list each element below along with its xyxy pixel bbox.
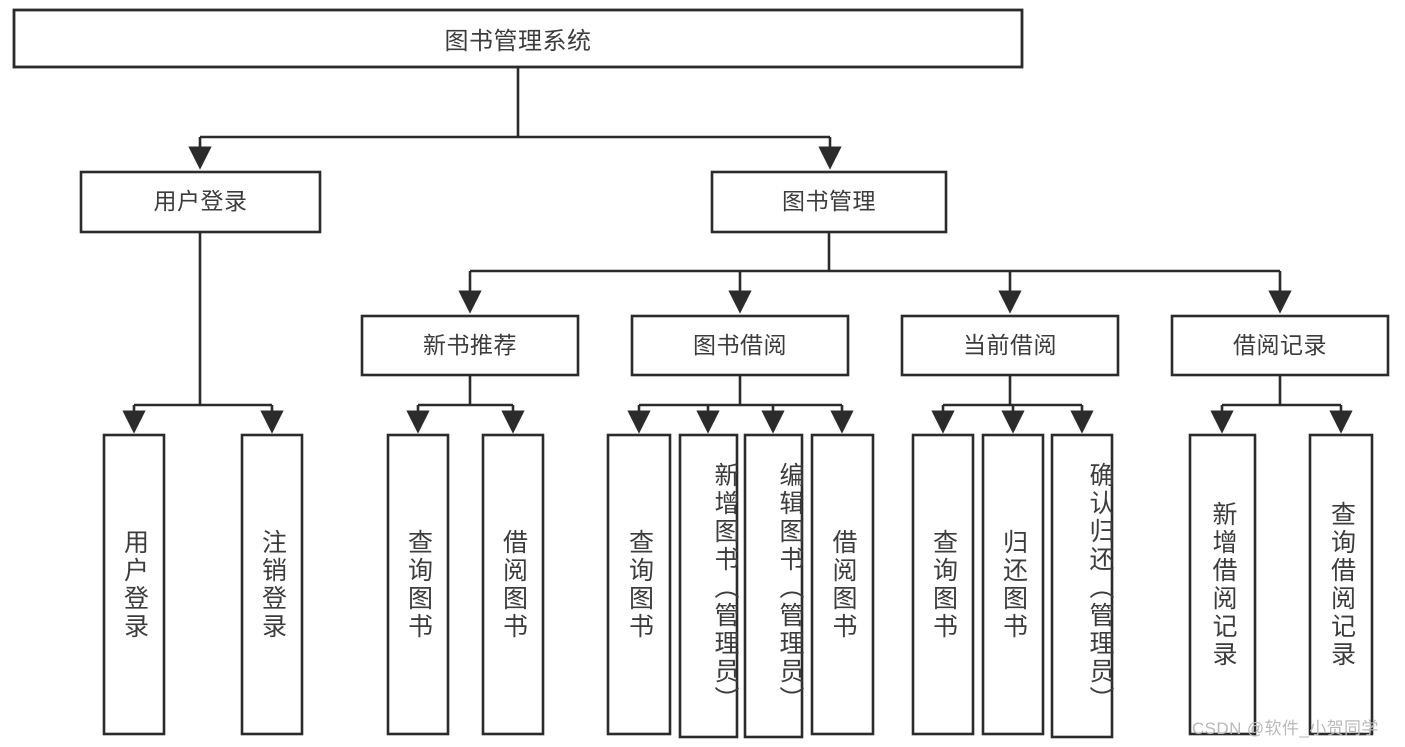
node-current-borrow-box[interactable]: [900, 314, 1120, 377]
leaf-box-edit-book-admin[interactable]: [743, 433, 804, 739]
leaf-box-borrow-book-1[interactable]: [481, 433, 545, 736]
node-root-box[interactable]: [12, 8, 1024, 69]
leaf-box-query-book-2[interactable]: [606, 433, 672, 736]
leaf-box-user-login[interactable]: [102, 433, 166, 736]
leaf-box-logout[interactable]: [240, 433, 304, 736]
leaf-box-query-record[interactable]: [1308, 433, 1374, 736]
leaf-box-add-record[interactable]: [1188, 433, 1257, 736]
leaf-box-borrow-book-2[interactable]: [810, 433, 875, 736]
leaf-box-add-book-admin[interactable]: [678, 433, 739, 739]
leaf-box-query-book-3[interactable]: [911, 433, 975, 736]
leaf-box-return-book[interactable]: [981, 433, 1045, 736]
node-user-login-box[interactable]: [79, 170, 322, 234]
csdn-watermark: CSDN @软件_小贺同学: [1192, 719, 1379, 738]
node-book-manage-box[interactable]: [710, 170, 948, 234]
node-new-book-rec-box[interactable]: [360, 314, 580, 377]
node-book-borrow-box[interactable]: [630, 314, 850, 377]
leaf-box-query-book-1[interactable]: [386, 433, 450, 736]
node-borrow-record-box[interactable]: [1170, 314, 1390, 377]
leaf-box-confirm-return-admin[interactable]: [1050, 433, 1114, 739]
